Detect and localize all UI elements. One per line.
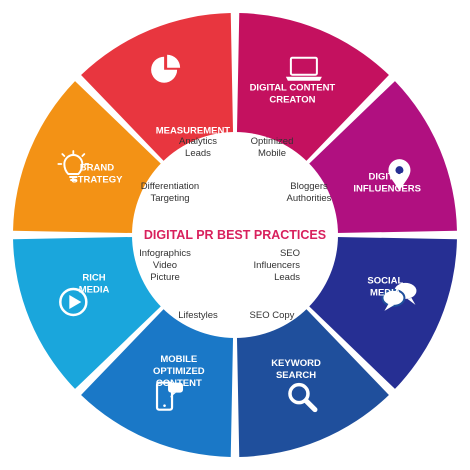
segment-label-line: RICH [82, 272, 105, 283]
inner-keyword: Influencers [254, 260, 301, 271]
chat-bubbles-icon [381, 282, 417, 311]
pie-chart-icon [151, 54, 181, 83]
inner-keyword: Lifestyles [178, 310, 218, 321]
inner-keyword: Leads [274, 272, 300, 283]
inner-keyword: Infographics [139, 248, 191, 259]
segment-label-line: MEDIA [370, 288, 401, 299]
inner-keyword: Video [153, 260, 177, 271]
inner-keyword: SEO Copy [250, 310, 295, 321]
inner-keyword: Mobile [258, 148, 286, 159]
play-button-icon [59, 287, 88, 317]
segment-label-line: SEARCH [276, 370, 316, 381]
center-disc [132, 132, 338, 338]
segment-icons [57, 54, 417, 413]
mobile-chat-icon [155, 381, 184, 411]
segment-label-0: MEASUREMENT [156, 125, 231, 136]
inner-keywords-4: SEO Copy [250, 310, 295, 321]
segment-label-line: KEYWORD [271, 358, 321, 369]
segment-1 [307, 81, 457, 234]
segment-label-line: MOBILE [160, 354, 197, 365]
segment-7 [81, 13, 234, 163]
segment-2 [307, 236, 457, 389]
segment-6 [13, 81, 163, 234]
segment-label-line: MEASUREMENT [156, 125, 231, 136]
inner-keywords-5: Lifestyles [178, 310, 218, 321]
segment-3 [236, 307, 389, 457]
inner-keyword: Optimized [251, 136, 294, 147]
inner-keyword: Differentiation [141, 181, 199, 192]
segment-label-line: SOCIAL [367, 276, 403, 287]
segment-label-line: DIGITAL [369, 172, 406, 183]
segment-label-line: DIGITAL CONTENT [250, 82, 336, 93]
magnifier-icon [288, 382, 318, 413]
segment-label-line: STRATEGY [71, 174, 123, 185]
inner-keyword: SEO [280, 248, 300, 259]
location-pin-icon [388, 159, 411, 192]
center-title: DIGITAL PR BEST PRACTICES [144, 228, 326, 242]
inner-keyword: Analytics [179, 136, 217, 147]
inner-keyword: Bloggers [290, 181, 328, 192]
segment-label-line: BRAND [80, 162, 114, 173]
segment-label-line: CONTENT [156, 378, 202, 389]
inner-keyword: Authorities [287, 193, 332, 204]
segment-0 [236, 13, 389, 163]
inner-keyword: Picture [150, 272, 180, 283]
segment-5 [13, 236, 163, 389]
segment-label-line: INFLUENCERS [353, 184, 421, 195]
laptop-icon [285, 56, 322, 81]
inner-keyword: Leads [185, 148, 211, 159]
segment-label-line: MEDIA [79, 284, 110, 295]
segment-label-line: OPTIMIZED [153, 366, 205, 377]
inner-keyword: Targeting [150, 193, 189, 204]
segment-label-line: CREATON [269, 94, 315, 105]
lightbulb-icon [57, 150, 90, 182]
